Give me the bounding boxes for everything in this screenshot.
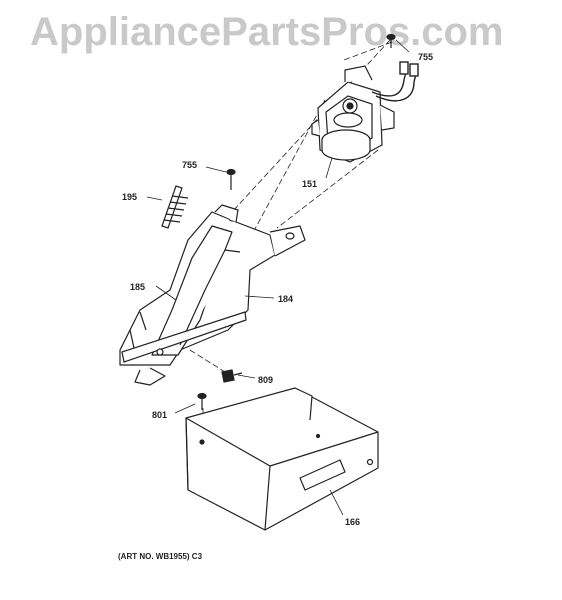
- screw-755-mid: [226, 168, 236, 190]
- screw-755-top: [386, 33, 396, 48]
- label-755-mid: 755: [182, 160, 197, 170]
- screw-801: [197, 392, 207, 410]
- cover-tray: [185, 387, 379, 531]
- wire-leads: [371, 61, 419, 102]
- label-151: 151: [302, 179, 317, 189]
- label-195: 195: [122, 192, 137, 202]
- label-755-top: 755: [418, 52, 433, 62]
- art-number-caption: (ART NO. WB1955) C3: [118, 552, 203, 561]
- watermark-text: AppliancePartsPros.com: [30, 10, 504, 54]
- label-184: 184: [278, 294, 293, 304]
- spring-195: [161, 185, 189, 229]
- motor-assembly: [311, 65, 395, 163]
- leader-lines: [146, 39, 410, 516]
- label-809: 809: [258, 375, 273, 385]
- label-801: 801: [152, 410, 167, 420]
- frame-bracket: [119, 204, 306, 386]
- label-166: 166: [345, 517, 360, 527]
- screw-809: [221, 369, 243, 383]
- label-185: 185: [130, 282, 145, 292]
